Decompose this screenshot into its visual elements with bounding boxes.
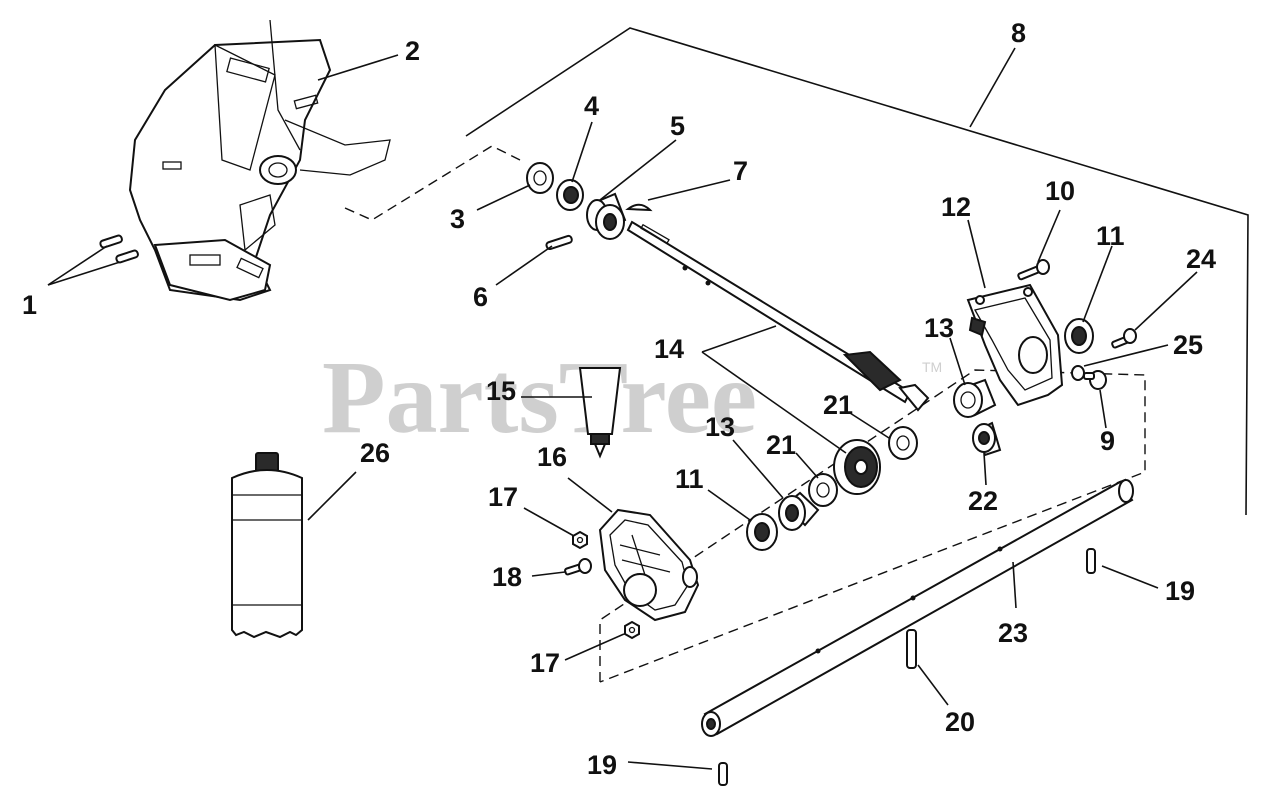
callout-10: 10 <box>1045 176 1075 206</box>
callout-12: 12 <box>941 192 971 222</box>
callout-21-top: 21 <box>823 390 853 420</box>
callout-13-right: 13 <box>924 313 954 343</box>
callout-18: 18 <box>492 562 522 592</box>
callout-6: 6 <box>473 282 488 312</box>
bolt-part-9 <box>1083 370 1107 390</box>
washer-part-21 <box>808 426 918 507</box>
nut-part-17 <box>572 530 640 640</box>
callout-19-bottom: 19 <box>587 750 617 780</box>
seal-part-11-right <box>1064 318 1094 354</box>
callout-7: 7 <box>733 156 748 186</box>
worm-shaft-part <box>626 220 930 412</box>
pin-part-1 <box>99 234 139 264</box>
bolt-part-10 <box>1017 259 1050 281</box>
seal-part-11-left <box>746 513 778 551</box>
callout-21-bottom: 21 <box>766 430 796 460</box>
auger-shaft-part <box>701 479 1134 737</box>
callout-22: 22 <box>968 486 998 516</box>
callout-15: 15 <box>486 376 516 406</box>
callout-26: 26 <box>360 438 390 468</box>
callout-13-left: 13 <box>705 412 735 442</box>
leader-lines <box>47 47 1198 770</box>
shear-pin-part-20 <box>906 629 917 669</box>
bushing-part-4 <box>556 179 584 211</box>
callout-11-right: 11 <box>1096 221 1125 251</box>
callout-9: 9 <box>1100 426 1115 456</box>
callout-17-top: 17 <box>488 482 518 512</box>
watermark-tm: TM <box>922 359 942 375</box>
callout-23: 23 <box>998 618 1028 648</box>
bushing-part-22 <box>972 421 1002 457</box>
sealant-tube-part <box>578 367 622 459</box>
callout-3: 3 <box>450 204 465 234</box>
callout-20: 20 <box>945 707 975 737</box>
bolt-part-18 <box>564 558 592 576</box>
gear-part <box>833 439 881 495</box>
key-part-7 <box>625 203 653 212</box>
alignment-line-chute <box>344 145 521 221</box>
chute-housing-part <box>128 19 391 302</box>
callout-16: 16 <box>537 442 567 472</box>
callout-24: 24 <box>1186 244 1216 274</box>
callout-19-right: 19 <box>1165 576 1195 606</box>
pin-part-6 <box>545 234 573 251</box>
washer-part-25 <box>1071 365 1085 381</box>
callout-4: 4 <box>584 91 599 121</box>
callout-2: 2 <box>405 36 420 66</box>
pin-part-19 <box>718 548 1096 786</box>
callout-17-bottom: 17 <box>530 648 560 678</box>
bushing-part-13-left <box>778 491 820 531</box>
callout-11-left: 11 <box>675 464 704 494</box>
callout-14: 14 <box>654 334 684 364</box>
gearbox-half-part-16 <box>598 508 700 622</box>
assembly-bracket <box>465 27 1249 516</box>
callout-labels: 1 2 3 4 5 6 7 8 9 10 11 11 12 13 13 14 1… <box>22 18 1216 780</box>
callout-5: 5 <box>670 111 685 141</box>
callout-8: 8 <box>1011 18 1026 48</box>
callout-25: 25 <box>1173 330 1203 360</box>
screw-part-24 <box>1111 328 1137 349</box>
callout-1: 1 <box>22 290 37 320</box>
bearing-sleeve-part-5 <box>586 192 627 240</box>
gearbox-half-part-12 <box>966 283 1064 407</box>
bushing-part-13-right <box>953 378 997 418</box>
lubricant-bottle-part <box>231 452 303 639</box>
bearing-part-3 <box>526 162 554 194</box>
